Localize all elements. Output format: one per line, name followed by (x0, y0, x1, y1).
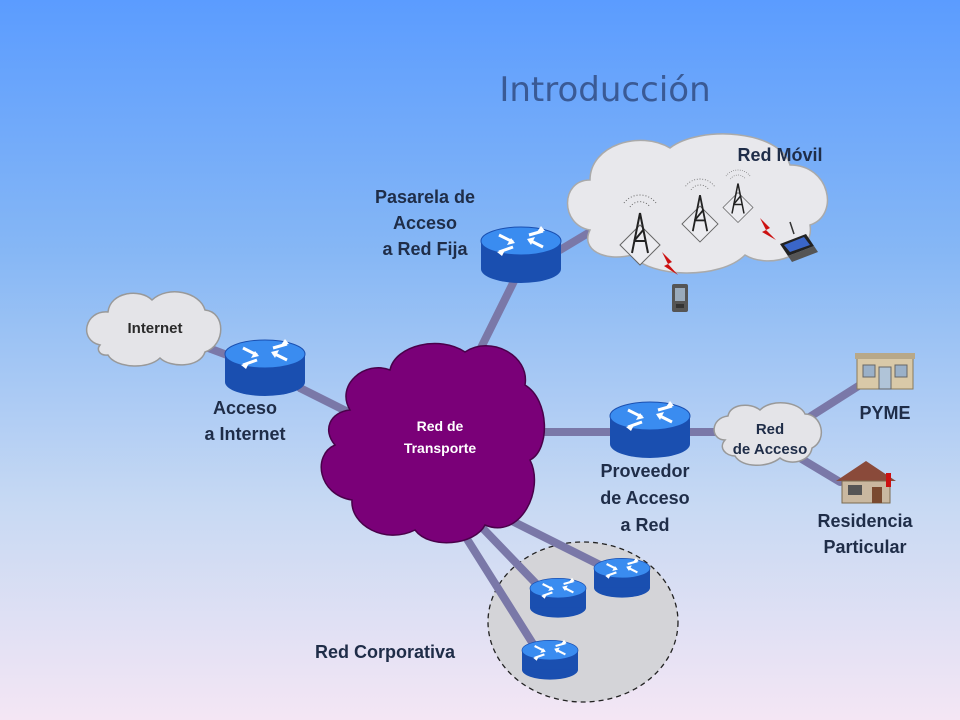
page-title: Introducción (499, 70, 711, 110)
house-icon (836, 461, 896, 504)
transport-network-cloud (320, 342, 546, 544)
corporate-router-icon (528, 576, 588, 619)
internet-label: Internet (127, 320, 183, 337)
access-network-label: Red de Acceso (732, 421, 808, 458)
provider-label: Proveedor de Acceso a Red (600, 461, 690, 535)
residence-label: Residencia Particular (817, 511, 913, 557)
laptop-icon (780, 221, 818, 262)
internet-access-router-icon (223, 337, 307, 398)
corporate-router-icon (592, 556, 652, 599)
corporate-network-label: Red Corporativa (314, 642, 456, 662)
internet-cloud (85, 291, 222, 367)
access-network-cloud (713, 402, 823, 466)
corporate-router-icon (520, 638, 580, 681)
pyme-label: PYME (859, 403, 911, 423)
signal-bolt-icon (760, 218, 776, 240)
transport-network-label: Red de Transporte (403, 418, 477, 456)
building-icon (855, 353, 915, 390)
gateway-router-icon (479, 224, 563, 285)
signal-bolt-icon (662, 252, 678, 275)
mobile-network-label: Red Móvil (737, 145, 823, 165)
gateway-label: Pasarela de Acceso a Red Fija (374, 187, 476, 259)
provider-router-icon (608, 399, 692, 460)
pda-icon (672, 284, 688, 312)
internet-access-label: Acceso a Internet (204, 398, 286, 444)
